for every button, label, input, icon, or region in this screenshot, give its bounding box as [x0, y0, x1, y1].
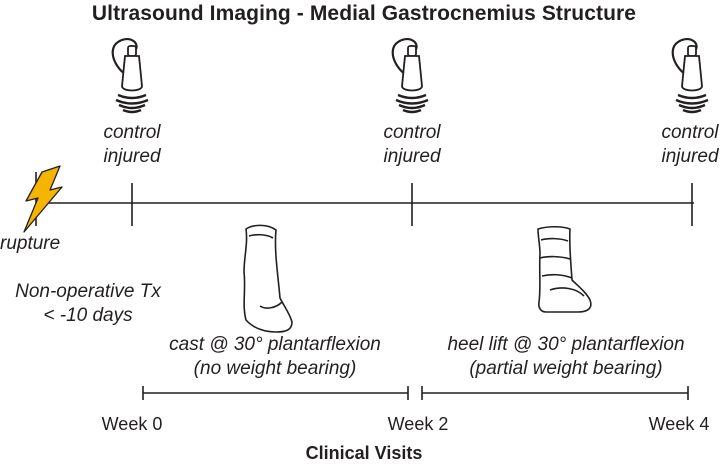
heel-lift-phase-caption: heel lift @ 30° plantarflexion (partial … [414, 333, 718, 381]
week-label-0: Week 0 [101, 414, 163, 434]
leg-cast-icon [243, 224, 293, 333]
phase-caption-line2: (partial weight bearing) [469, 358, 663, 379]
visit-week0-label: control injured [82, 121, 182, 169]
phase-caption-line1: cast @ 30° plantarflexion [169, 334, 381, 355]
cast-phase-caption: cast @ 30° plantarflexion (no weight bea… [134, 333, 416, 381]
visit-label-line2: injured [103, 146, 161, 167]
ultrasound-probe-icon [391, 37, 429, 114]
visit-label-line1: control [661, 122, 719, 143]
clinical-visits-caption: Clinical Visits [305, 443, 423, 463]
visit-label-line1: control [383, 122, 441, 143]
week-label-2: Week 2 [387, 414, 449, 434]
week-label-4: Week 4 [648, 414, 710, 434]
phase-caption-line1: heel lift @ 30° plantarflexion [447, 334, 685, 355]
treatment-note: Non-operative Tx < -10 days [0, 280, 176, 328]
lightning-bolt-icon [23, 165, 63, 233]
visit-week2-label: control injured [362, 121, 462, 169]
ultrasound-probe-icon [671, 37, 709, 114]
treatment-note-line1: Non-operative Tx [15, 281, 161, 302]
visit-week4-label: control injured [640, 121, 728, 169]
visit-label-line2: injured [383, 146, 441, 167]
ultrasound-probe-icon [111, 37, 149, 114]
walking-boot-icon [537, 225, 592, 313]
treatment-note-line2: < -10 days [43, 305, 133, 326]
visit-label-line2: injured [661, 146, 719, 167]
phase-caption-line2: (no weight bearing) [193, 358, 357, 379]
visit-label-line1: control [103, 122, 161, 143]
rupture-label: rupture [0, 233, 61, 254]
diagram-title: Ultrasound Imaging - Medial Gastrocnemiu… [91, 2, 637, 25]
